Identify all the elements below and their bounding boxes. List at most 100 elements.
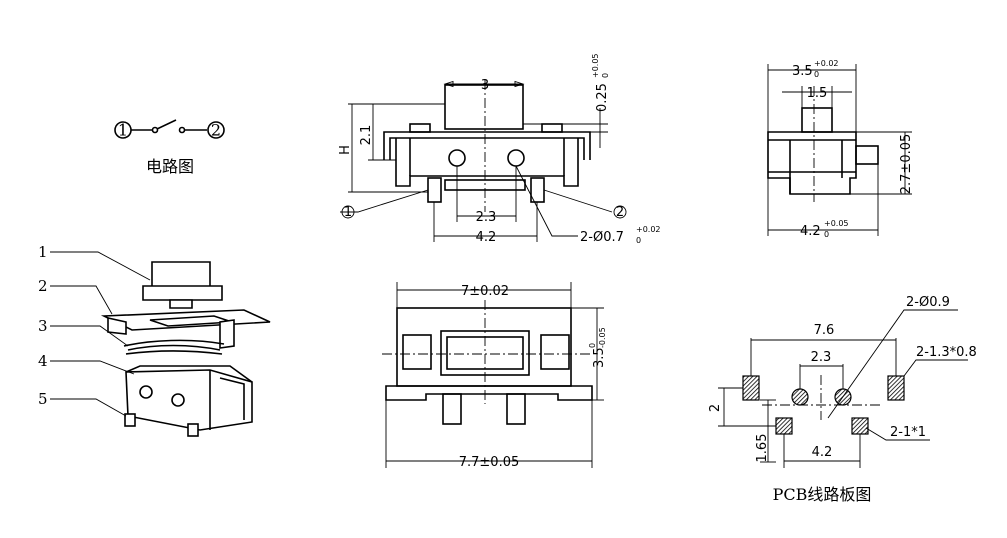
top-dim-top-width: 7±0.02 xyxy=(461,284,509,299)
front-post-label: 2-Ø0.7 xyxy=(580,230,624,245)
front-pin2-label: 2 xyxy=(616,205,624,220)
side-terminal xyxy=(855,145,879,165)
top-pin-left xyxy=(442,393,462,425)
pcb-dim-bottom-spacing: 4.2 xyxy=(812,445,833,460)
front-post-right xyxy=(507,149,525,167)
exploded-label-5: 5 xyxy=(38,390,48,408)
pcb-pad-bottom-left xyxy=(775,417,793,435)
top-slot-left xyxy=(402,334,432,370)
side-dim-height: 2.7±0.05 xyxy=(899,134,914,195)
circuit-switch-blade xyxy=(156,119,177,130)
exploded-part4-post-1 xyxy=(139,385,153,399)
exploded-label-3: 3 xyxy=(38,317,48,335)
exploded-label-4: 4 xyxy=(38,352,48,370)
pcb-layout: 7.6 2.3 2-Ø0.9 2-1.3*0.8 2-1*1 2 1.65 4.… xyxy=(708,295,977,504)
top-dim-depth-group: 3.5 0 -0.05 xyxy=(588,327,607,368)
pcb-dim-width: 7.6 xyxy=(814,323,835,338)
circuit-contact-right xyxy=(178,126,186,134)
front-dim-pin-spacing: 2.3 xyxy=(476,210,497,225)
front-cover-tab-right xyxy=(541,123,563,133)
front-dim-travel-tol-bottom: 0 xyxy=(601,73,610,78)
pcb-dim-bottom-offset: 1.65 xyxy=(755,434,770,463)
side-dim-top-width: 3.5 xyxy=(792,64,813,79)
exploded-label-2: 2 xyxy=(38,277,48,295)
side-dim-bottom-width: 4.2 xyxy=(800,224,821,239)
front-dim-pin-span: 4.2 xyxy=(476,230,497,245)
pcb-holes-label: 2-Ø0.9 xyxy=(906,295,950,310)
front-pin1-label: 1 xyxy=(344,205,352,220)
front-view: 3 0.25 +0.05 0 2.1 H 2.3 4.2 2-Ø0.7 +0.0… xyxy=(338,53,661,245)
exploded-leader-3 xyxy=(50,325,129,347)
exploded-part2-cover xyxy=(100,309,271,331)
exploded-view: 1 2 3 4 5 xyxy=(38,243,271,437)
pcb-pad-top-left xyxy=(742,375,760,401)
top-dim-depth-tol-top: 0 xyxy=(588,343,597,348)
circuit-contact-left xyxy=(151,126,159,134)
top-dim-bottom-width: 7.7±0.05 xyxy=(459,455,520,470)
front-cover-plate xyxy=(383,131,591,160)
front-cover-tab-left xyxy=(409,123,431,133)
pcb-pad-label-top: 2-1.3*0.8 xyxy=(916,345,977,360)
circuit-pin1-label: 1 xyxy=(118,121,128,140)
front-dim-width-top: 3 xyxy=(481,78,489,93)
circuit-pin2-circle xyxy=(207,121,225,139)
exploded-part2-leg-left xyxy=(107,317,127,335)
side-dim-top-tol-bottom: 0 xyxy=(814,70,819,79)
front-dim-height-total: H xyxy=(338,145,353,155)
exploded-part4-body xyxy=(125,369,253,431)
circuit-caption: 电路图 xyxy=(146,157,194,176)
circuit-diagram: 1 2 电路图 xyxy=(114,119,225,176)
top-dim-depth: 3.5 xyxy=(592,347,607,368)
circuit-pin2-label: 2 xyxy=(211,121,221,140)
side-view: 3.5 +0.02 0 1.5 2.7±0.05 4.2 +0.05 0 xyxy=(767,59,914,239)
pcb-pad-top-right xyxy=(887,375,905,401)
pcb-dim-vert-spacing: 2 xyxy=(708,404,723,412)
side-actuator xyxy=(801,107,833,133)
front-actuator xyxy=(444,84,524,130)
exploded-part5-terminal-right xyxy=(187,423,199,437)
pcb-pad-bottom-right xyxy=(851,417,869,435)
top-pin-right xyxy=(506,393,526,425)
pcb-hole-left xyxy=(791,388,809,406)
front-pin2-leader xyxy=(543,189,613,213)
front-body xyxy=(395,138,579,187)
front-terminal-left xyxy=(427,177,442,203)
top-slot-right xyxy=(540,334,570,370)
pcb-pad-bottom-leader xyxy=(865,427,930,441)
exploded-leader-4 xyxy=(50,360,135,375)
exploded-leader-1 xyxy=(50,251,151,281)
side-dim-bottom-tol-bottom: 0 xyxy=(824,230,829,239)
exploded-part1-stem xyxy=(169,299,193,309)
dim-arrows xyxy=(443,80,525,88)
exploded-leader-2 xyxy=(50,285,113,315)
front-post-tol-top: +0.02 xyxy=(636,225,661,234)
side-dim-top-tol-top: +0.02 xyxy=(814,59,839,68)
exploded-part4-top xyxy=(125,365,253,383)
front-post-left xyxy=(448,149,466,167)
exploded-part4-right-wall xyxy=(209,370,245,430)
front-pin1-circle xyxy=(341,205,355,219)
top-view: 7±0.02 3.5 0 -0.05 7.7±0.05 xyxy=(382,282,607,470)
side-dim-bottom-tol-top: +0.05 xyxy=(824,219,849,228)
exploded-part1-base xyxy=(142,285,223,301)
front-dim-height-small: 2.1 xyxy=(359,125,374,146)
pcb-dim-hole-spacing: 2.3 xyxy=(811,350,832,365)
exploded-part3-dome xyxy=(123,339,225,355)
pcb-pad-top-leader xyxy=(903,359,968,377)
front-dim-travel-tol-top: +0.05 xyxy=(591,53,600,78)
front-post-tol-bottom: 0 xyxy=(636,236,641,245)
exploded-part4-post-2 xyxy=(171,393,185,407)
exploded-part2-leg-right xyxy=(219,319,235,349)
pcb-caption: PCB线路板图 xyxy=(773,485,872,504)
pcb-pad-label-bottom: 2-1*1 xyxy=(890,425,926,440)
front-pin2-circle xyxy=(613,205,627,219)
front-post-leader xyxy=(515,165,578,237)
exploded-label-1: 1 xyxy=(38,243,48,261)
top-base-flange xyxy=(385,385,593,401)
exploded-part5-terminal-left xyxy=(124,413,136,427)
front-pin1-leader xyxy=(340,189,429,213)
front-dim-travel: 0.25 xyxy=(595,83,610,112)
top-dim-depth-tol-bottom: -0.05 xyxy=(598,327,607,348)
front-dim-travel-group: 0.25 +0.05 0 xyxy=(591,53,610,112)
